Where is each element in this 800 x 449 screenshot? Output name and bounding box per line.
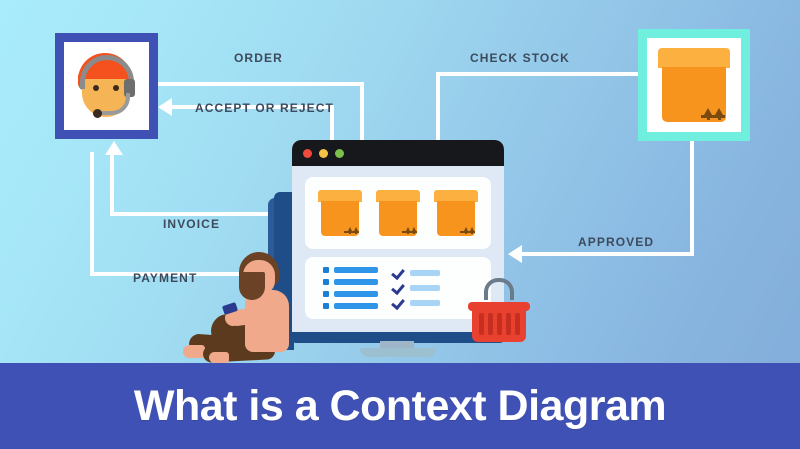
system-monitor[interactable] bbox=[268, 140, 508, 358]
entity-customer-support[interactable] bbox=[55, 33, 158, 139]
order-list-panel bbox=[305, 257, 491, 319]
checkmark-icon bbox=[391, 265, 405, 281]
monitor-bezel bbox=[292, 332, 504, 343]
checkmark-icon bbox=[391, 295, 405, 311]
flow-approved-segment-v bbox=[690, 141, 694, 256]
product-package-icon bbox=[434, 190, 478, 236]
flow-approved-segment-h bbox=[522, 252, 694, 256]
product-panel bbox=[305, 177, 491, 249]
window-titlebar bbox=[292, 140, 504, 166]
checklist bbox=[391, 265, 440, 311]
list-bullet-icon bbox=[323, 291, 329, 297]
seated-person-illustration bbox=[183, 252, 307, 363]
package-box-icon bbox=[658, 48, 730, 122]
window-minimize-dot[interactable] bbox=[319, 149, 328, 158]
checkmark-icon bbox=[391, 280, 405, 296]
flow-invoice-arrowhead bbox=[105, 141, 123, 155]
list-bullet-icon bbox=[323, 303, 329, 309]
flow-order-segment-h bbox=[158, 82, 364, 86]
monitor-neck bbox=[380, 341, 414, 351]
flow-invoice-segment-v bbox=[110, 155, 114, 215]
monitor-foot bbox=[360, 348, 436, 357]
list-bullet-icon bbox=[323, 279, 329, 285]
page-title: What is a Context Diagram bbox=[133, 381, 667, 430]
flow-label-invoice: INVOICE bbox=[163, 217, 221, 231]
list-bullet-icon bbox=[323, 267, 329, 273]
flow-checkstock-segment-h bbox=[436, 72, 642, 76]
window-close-dot[interactable] bbox=[303, 149, 312, 158]
title-banner: What is a Context Diagram bbox=[0, 363, 800, 449]
flow-approved-arrowhead bbox=[508, 245, 522, 263]
flow-accept-arrowhead bbox=[158, 98, 172, 116]
entity-warehouse[interactable] bbox=[638, 29, 750, 141]
flow-accept-segment-h bbox=[172, 105, 334, 109]
window-maximize-dot[interactable] bbox=[335, 149, 344, 158]
flow-checkstock-segment-v bbox=[436, 72, 440, 150]
flow-label-payment: PAYMENT bbox=[133, 271, 198, 285]
flow-accept-segment-v bbox=[330, 105, 334, 150]
flow-payment-segment-h bbox=[90, 272, 276, 276]
product-package-icon bbox=[376, 190, 420, 236]
flow-label-approved: APPROVED bbox=[578, 235, 655, 249]
bulleted-list bbox=[323, 267, 378, 309]
flow-label-accept-or-reject: ACCEPT OR REJECT bbox=[195, 101, 334, 115]
flow-label-order: ORDER bbox=[234, 51, 283, 65]
flow-order-segment-v bbox=[360, 82, 364, 150]
monitor-screen bbox=[292, 140, 504, 338]
shopping-basket-icon bbox=[468, 278, 530, 346]
flow-invoice-segment-h bbox=[110, 212, 286, 216]
product-package-icon bbox=[318, 190, 362, 236]
headset-avatar-icon bbox=[68, 47, 146, 125]
flow-label-check-stock: CHECK STOCK bbox=[470, 51, 570, 65]
flow-payment-segment-v bbox=[90, 152, 94, 276]
